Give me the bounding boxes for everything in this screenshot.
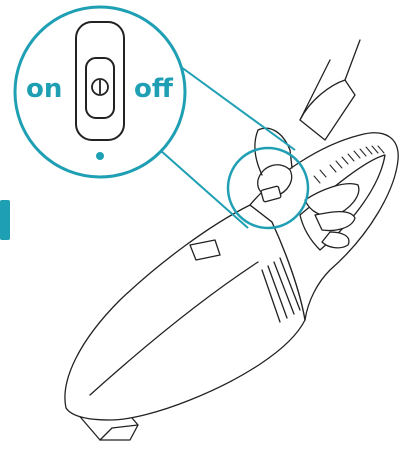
side-tab (0, 200, 10, 240)
indicator-dot (96, 152, 104, 160)
label-on: on (26, 74, 62, 104)
label-off: off (134, 74, 174, 104)
vacuum-body (65, 205, 305, 420)
callout-line-bottom (160, 150, 248, 228)
